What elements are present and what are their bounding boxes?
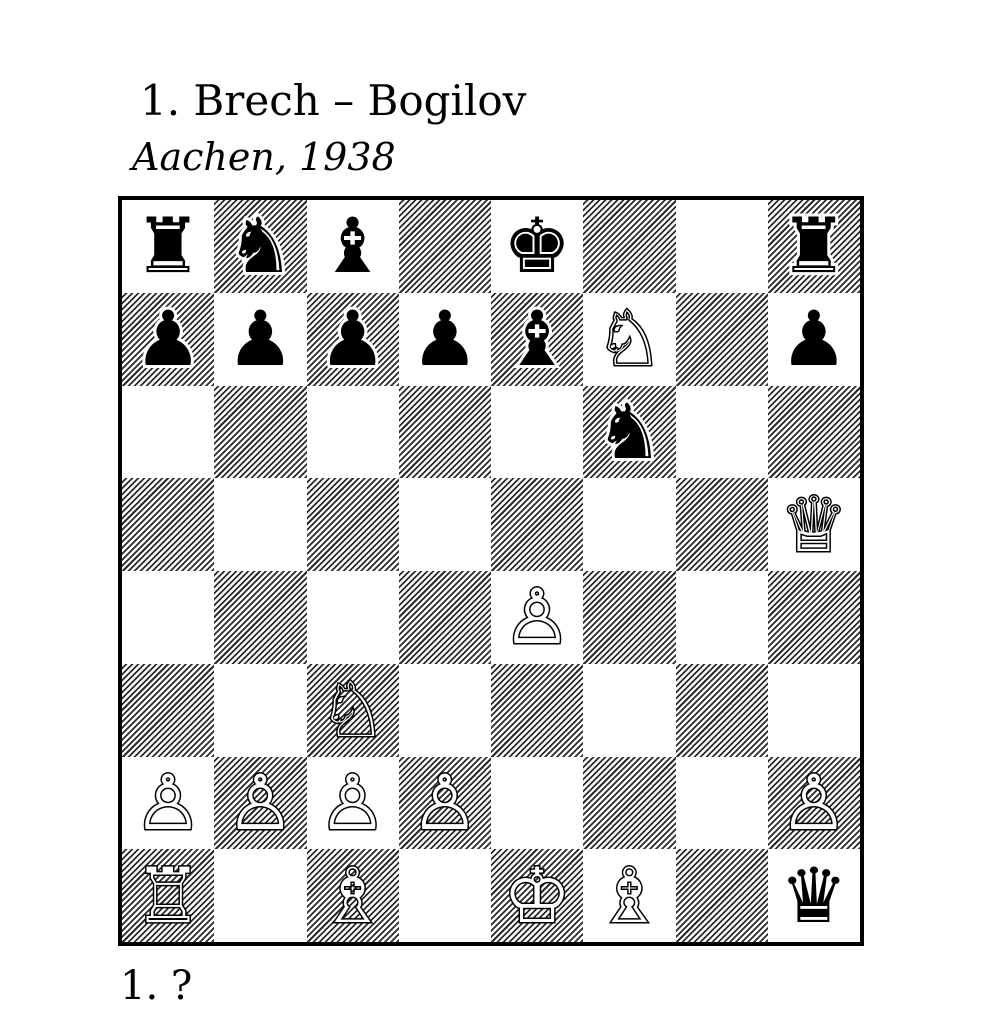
square-g1[interactable] — [675, 849, 768, 942]
square-c2[interactable]: ♙ — [307, 757, 399, 850]
square-g5[interactable] — [675, 478, 768, 571]
square-h5[interactable]: ♕ — [768, 478, 860, 571]
black-pawn-d7[interactable]: ♟ — [408, 294, 482, 384]
game-event: Aachen, 1938 — [132, 135, 396, 179]
square-g8[interactable] — [676, 200, 768, 293]
square-f3[interactable] — [583, 664, 675, 757]
black-pawn-a7[interactable]: ♟ — [131, 294, 205, 384]
square-f1[interactable]: ♗ — [583, 849, 675, 942]
square-f5[interactable] — [583, 478, 675, 571]
square-f8[interactable] — [583, 200, 676, 293]
square-c4[interactable] — [307, 571, 399, 664]
black-rook-h8[interactable]: ♜ — [777, 201, 851, 291]
square-f7[interactable]: ♘ — [583, 293, 675, 386]
square-d7[interactable]: ♟ — [399, 293, 491, 386]
square-b5[interactable] — [214, 478, 306, 571]
white-king-e1[interactable]: ♔ — [502, 850, 573, 940]
black-bishop-e7[interactable]: ♝ — [500, 294, 574, 384]
square-e1[interactable]: ♔ — [491, 849, 584, 942]
square-a8[interactable]: ♜ — [122, 200, 214, 293]
square-a3[interactable] — [122, 663, 215, 757]
square-f6[interactable]: ♞ — [583, 385, 676, 479]
black-pawn-b7[interactable]: ♟ — [223, 294, 297, 384]
white-knight-f7[interactable]: ♘ — [594, 294, 665, 384]
square-e4[interactable]: ♙ — [491, 571, 583, 664]
white-rook-a1[interactable]: ♖ — [133, 850, 204, 940]
black-king-e8[interactable]: ♚ — [500, 201, 574, 291]
square-g4[interactable] — [676, 571, 768, 664]
white-bishop-f1[interactable]: ♗ — [594, 850, 665, 940]
white-pawn-d2[interactable]: ♙ — [409, 757, 480, 847]
white-knight-c3[interactable]: ♘ — [317, 665, 388, 755]
square-a6[interactable] — [122, 386, 214, 479]
square-c1[interactable]: ♗ — [306, 849, 399, 942]
square-g2[interactable] — [676, 757, 768, 850]
square-a7[interactable]: ♟ — [122, 292, 215, 386]
square-g7[interactable] — [675, 292, 768, 386]
square-h7[interactable]: ♟ — [768, 293, 860, 386]
square-h6[interactable] — [767, 385, 860, 479]
square-d1[interactable] — [399, 849, 491, 942]
white-pawn-e4[interactable]: ♙ — [502, 572, 573, 662]
white-pawn-b2[interactable]: ♙ — [225, 757, 296, 847]
square-b4[interactable] — [214, 571, 307, 664]
square-e5[interactable] — [491, 478, 584, 571]
square-c5[interactable] — [306, 478, 399, 571]
black-knight-f6[interactable]: ♞ — [592, 386, 666, 476]
black-rook-a8[interactable]: ♜ — [131, 201, 205, 291]
black-queen-h1[interactable]: ♛ — [777, 850, 851, 940]
square-e8[interactable]: ♚ — [491, 200, 583, 293]
square-c8[interactable]: ♝ — [307, 200, 399, 293]
chess-board[interactable]: ♜♞♝♚♜♟♟♟♟♝♘♟♞♕♙♘♙♙♙♙♙♖♗♔♗♛ — [118, 196, 864, 946]
square-b7[interactable]: ♟ — [214, 293, 306, 386]
square-a2[interactable]: ♙ — [122, 757, 214, 850]
game-title: 1. Brech – Bogilov — [140, 76, 527, 125]
black-pawn-h7[interactable]: ♟ — [777, 294, 851, 384]
square-h4[interactable] — [767, 571, 860, 664]
square-b6[interactable] — [214, 385, 307, 479]
square-h8[interactable]: ♜ — [767, 200, 860, 293]
square-d2[interactable]: ♙ — [398, 756, 491, 850]
square-c6[interactable] — [307, 386, 399, 479]
square-e7[interactable]: ♝ — [491, 292, 584, 386]
square-b8[interactable]: ♞ — [214, 200, 307, 293]
square-b1[interactable] — [214, 849, 306, 942]
square-e6[interactable] — [491, 386, 583, 479]
move-prompt: 1. ? — [120, 963, 193, 1009]
black-knight-b8[interactable]: ♞ — [223, 201, 297, 291]
square-d3[interactable] — [399, 664, 491, 757]
white-bishop-c1[interactable]: ♗ — [317, 850, 388, 940]
square-a1[interactable]: ♖ — [122, 849, 215, 942]
square-a4[interactable] — [122, 571, 214, 664]
square-h1[interactable]: ♛ — [768, 849, 860, 942]
white-queen-h5[interactable]: ♕ — [778, 479, 849, 569]
square-d4[interactable] — [398, 571, 491, 664]
white-pawn-h2[interactable]: ♙ — [778, 757, 849, 847]
square-h2[interactable]: ♙ — [767, 756, 860, 850]
square-f2[interactable] — [583, 756, 676, 850]
square-h3[interactable] — [768, 664, 860, 757]
square-d8[interactable] — [398, 200, 491, 293]
square-a5[interactable] — [122, 478, 215, 571]
square-g6[interactable] — [676, 386, 768, 479]
square-c7[interactable]: ♟ — [306, 292, 399, 386]
square-g3[interactable] — [675, 663, 768, 757]
square-c3[interactable]: ♘ — [306, 663, 399, 757]
square-b3[interactable] — [214, 664, 306, 757]
black-pawn-c7[interactable]: ♟ — [316, 294, 390, 384]
square-b2[interactable]: ♙ — [214, 756, 307, 850]
white-pawn-a2[interactable]: ♙ — [133, 757, 204, 847]
white-pawn-c2[interactable]: ♙ — [317, 757, 388, 847]
square-d5[interactable] — [399, 478, 491, 571]
black-bishop-c8[interactable]: ♝ — [316, 201, 390, 291]
square-e2[interactable] — [491, 757, 583, 850]
square-f4[interactable] — [583, 571, 676, 664]
square-e3[interactable] — [491, 663, 584, 757]
square-d6[interactable] — [398, 385, 491, 479]
